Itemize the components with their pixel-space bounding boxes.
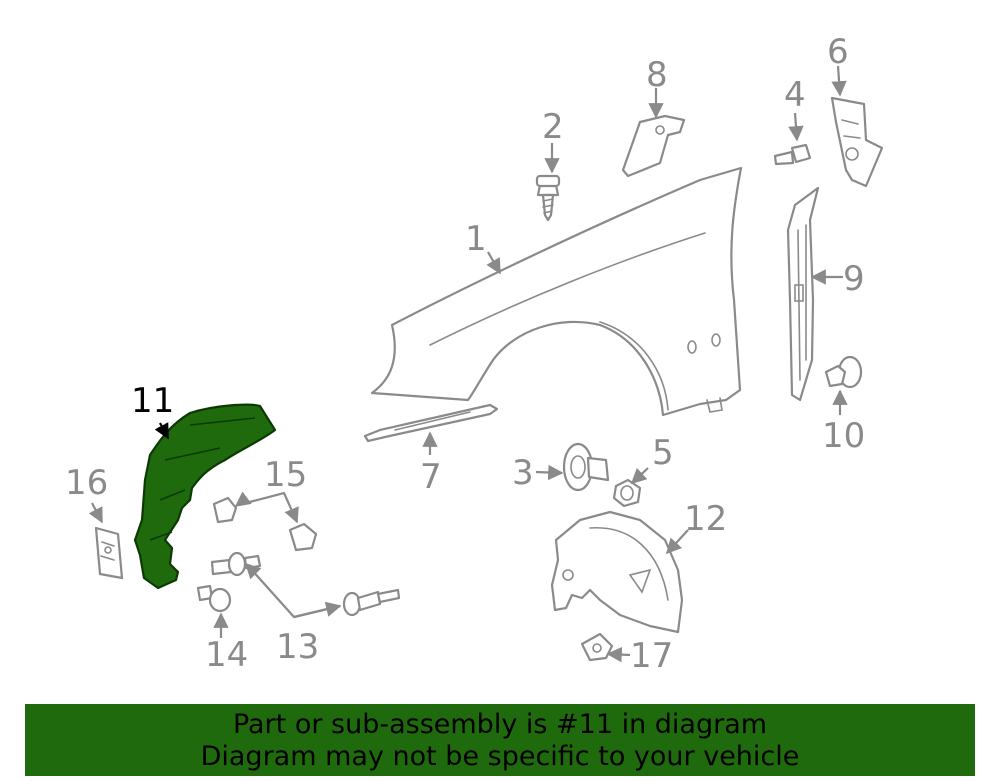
callout-10: 10 xyxy=(822,416,865,456)
screw-part-14 xyxy=(196,584,232,613)
clip-part-15 xyxy=(212,496,318,552)
callout-1: 1 xyxy=(465,219,487,259)
callout-8: 8 xyxy=(646,55,668,95)
callout-2: 2 xyxy=(542,107,564,147)
nut-part-5 xyxy=(612,478,642,508)
fender-part xyxy=(370,166,743,417)
nut-clip-part-17 xyxy=(580,632,614,662)
fender-liner-part-11-highlighted xyxy=(133,403,277,590)
callout-16: 16 xyxy=(65,463,108,503)
leader-lines xyxy=(88,65,848,663)
callout-17: 17 xyxy=(630,636,673,676)
callout-14: 14 xyxy=(205,635,248,675)
parts-diagram: 1 2 3 4 5 6 7 8 9 10 11 12 13 14 15 16 1… xyxy=(65,32,884,676)
info-banner: Part or sub-assembly is #11 in diagram D… xyxy=(25,704,975,776)
bracket-part-8 xyxy=(621,114,686,178)
callout-labels: 1 2 3 4 5 6 7 8 9 10 11 12 13 14 15 16 1… xyxy=(65,32,865,676)
bolt-part-2 xyxy=(535,174,561,222)
callout-5: 5 xyxy=(652,433,674,473)
fender-liner-part-12 xyxy=(550,510,684,634)
bracket-part-6 xyxy=(830,96,884,188)
bolt-part-13 xyxy=(210,551,401,617)
bolt-part-3 xyxy=(562,442,610,492)
callout-4: 4 xyxy=(784,75,806,115)
banner-line-part: Part or sub-assembly is #11 in diagram xyxy=(232,709,768,740)
screw-part-4 xyxy=(773,143,812,166)
callout-15: 15 xyxy=(264,455,307,495)
panel-part-9 xyxy=(786,186,820,402)
callout-13: 13 xyxy=(276,627,319,667)
clip-part-10 xyxy=(824,355,863,389)
callout-6: 6 xyxy=(827,32,849,72)
molding-part-7 xyxy=(363,403,499,443)
callout-12: 12 xyxy=(684,499,727,539)
callout-11-highlighted: 11 xyxy=(131,381,174,421)
callout-9: 9 xyxy=(843,259,865,299)
callout-3: 3 xyxy=(512,453,534,493)
clip-part-16 xyxy=(94,526,124,580)
banner-line-disclaimer: Diagram may not be specific to your vehi… xyxy=(200,741,800,772)
callout-7: 7 xyxy=(420,457,442,497)
